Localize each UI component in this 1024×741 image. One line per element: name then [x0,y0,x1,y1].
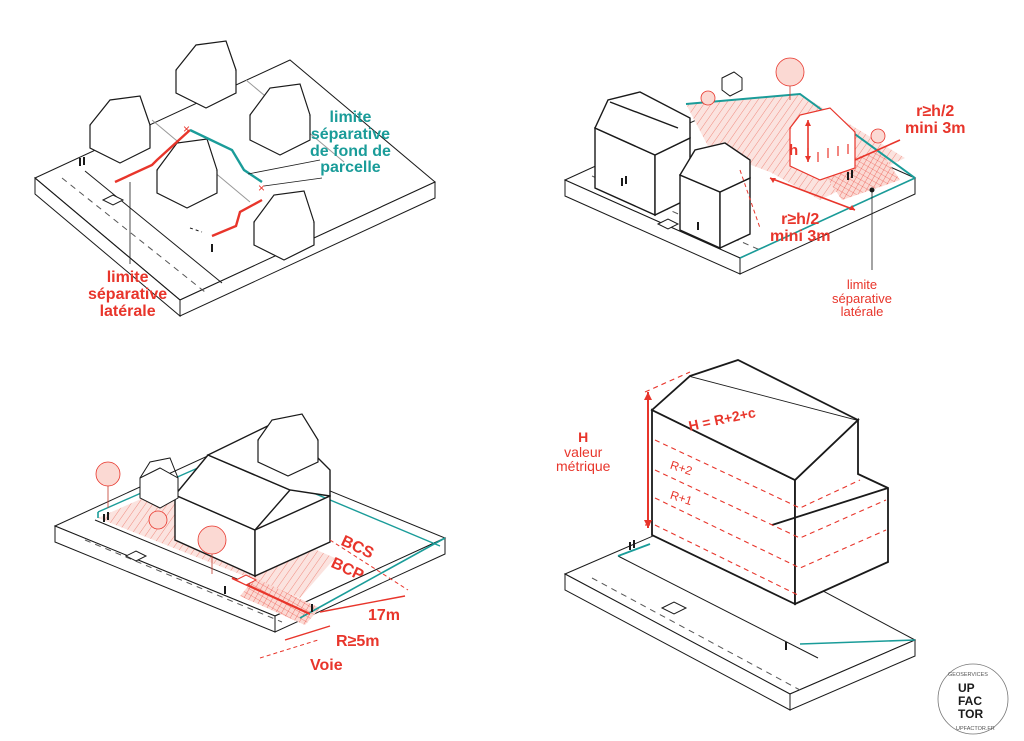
label-line: limite [329,109,372,126]
panel3-road-label: Voie [310,657,343,674]
panel1-back-limit-label: limite séparative de fond de parcelle [310,109,391,177]
label-line: r≥h/2 [781,211,820,228]
panel-4-height-rule [563,359,917,711]
panel4-height-label: H valeur métrique [556,430,610,474]
car-icon [101,194,125,206]
logo-line-3: TOR [958,707,983,721]
house [175,40,237,109]
panel2-top-setback-label: r≥h/2 mini 3m [905,103,966,138]
label-line: séparative [88,285,168,303]
house [253,190,315,261]
panel3-setback-label: R≥5m [336,633,380,650]
tree-icon [148,510,168,530]
pedestrian-icon [79,157,85,166]
tree-icon [95,461,121,487]
label-line: valeur [564,443,603,460]
label-line: latérale [840,304,884,320]
panel1-lateral-label: limite séparative latérale [88,269,168,320]
label-line: mini 3m [905,119,966,137]
label-line: limite [106,269,149,286]
label-line: séparative [832,290,892,306]
panel2-mid-setback-label: r≥h/2 mini 3m [770,211,831,246]
label-line: mini 3m [770,227,831,245]
label-line: r≥h/2 [916,103,955,120]
panel2-lateral-label: limite séparative latérale [832,278,892,319]
logo-line-2: FAC [958,694,982,708]
upfactor-logo: GEOSERVICES UP FAC TOR UPFACTOR.FR [936,662,1010,736]
label-line: métrique [556,458,611,475]
panel-3-building-strips [53,413,447,659]
house [156,138,218,209]
tree-icon [700,57,886,144]
tree-icon [197,525,227,555]
logo-arc-top: GEOSERVICES [948,672,988,678]
panel2-h-label: h [789,142,799,159]
house [89,95,151,164]
panel3-depth-label: 17m [368,607,401,624]
panel-2-setback-rule [563,57,917,275]
label-line: latérale [99,302,156,320]
svg-text:×: × [258,181,265,195]
label-line: séparative [310,125,391,143]
svg-text:×: × [183,122,190,136]
logo-arc-side: UPFACTOR.FR [956,726,995,732]
logo-line-1: UP [958,681,975,695]
label-line: de fond de [310,142,391,160]
label-line: limite [846,277,878,292]
label-line: parcelle [320,159,381,177]
house [249,83,311,156]
panel-1-lateral-and-back-limits: × × [34,40,436,318]
label-line: H [578,429,589,445]
